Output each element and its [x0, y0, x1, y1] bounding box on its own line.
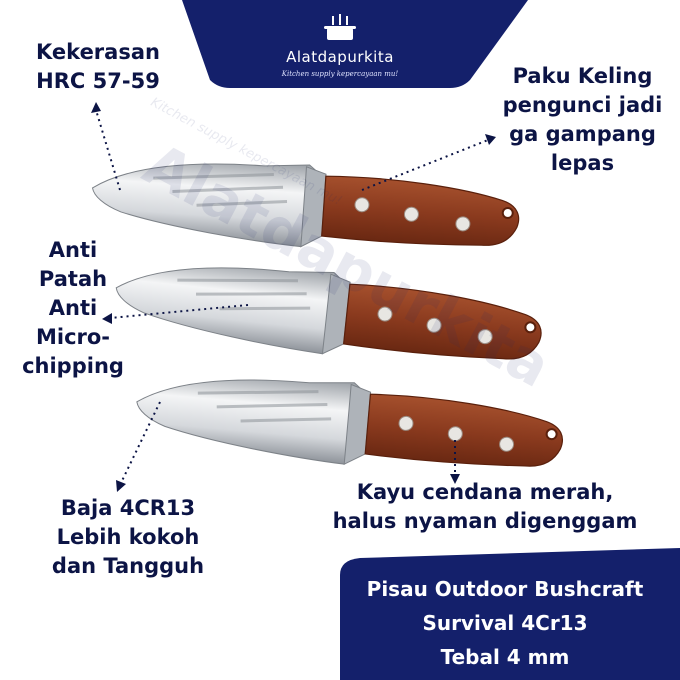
callout-line: Micro- — [35, 325, 111, 349]
callout-line: Paku Keling — [512, 64, 653, 88]
callout-line: ga gampang — [509, 122, 656, 146]
callout-line: pengunci jadi — [502, 93, 663, 117]
product-title-line2: Survival 4Cr13 — [422, 611, 588, 635]
callout-line: Baja 4CR13 — [60, 496, 196, 520]
callout-rivet: Paku Keling pengunci jadi ga gampang lep… — [490, 62, 675, 178]
brand-name: Alatdapurkita — [286, 48, 394, 66]
callout-line: Kekerasan — [36, 40, 160, 64]
callout-hardness: Kekerasan HRC 57-59 — [18, 38, 178, 96]
product-title-line3: Tebal 4 mm — [440, 645, 570, 669]
callout-line: Kayu cendana merah, — [356, 480, 614, 504]
brand-logo-icon — [324, 14, 356, 40]
callout-line: dan Tangguh — [51, 554, 205, 578]
callout-line: Anti — [48, 238, 98, 262]
callout-line: halus nyaman digenggam — [332, 509, 638, 533]
product-title-line1: Pisau Outdoor Bushcraft — [366, 577, 644, 601]
callout-line: chipping — [22, 354, 124, 378]
callout-line: Patah — [38, 267, 108, 291]
brand-tagline: Kitchen supply kepercayaan mu! — [281, 70, 399, 78]
callout-line: Anti — [48, 296, 98, 320]
callout-line: Lebih kokoh — [56, 525, 200, 549]
callout-steel: Baja 4CR13 Lebih kokoh dan Tangguh — [28, 494, 228, 581]
callout-wood: Kayu cendana merah, halus nyaman digengg… — [305, 478, 665, 536]
callout-line: HRC 57-59 — [36, 69, 160, 93]
callout-line: lepas — [550, 151, 615, 175]
callout-anti: Anti Patah Anti Micro- chipping — [8, 236, 138, 381]
